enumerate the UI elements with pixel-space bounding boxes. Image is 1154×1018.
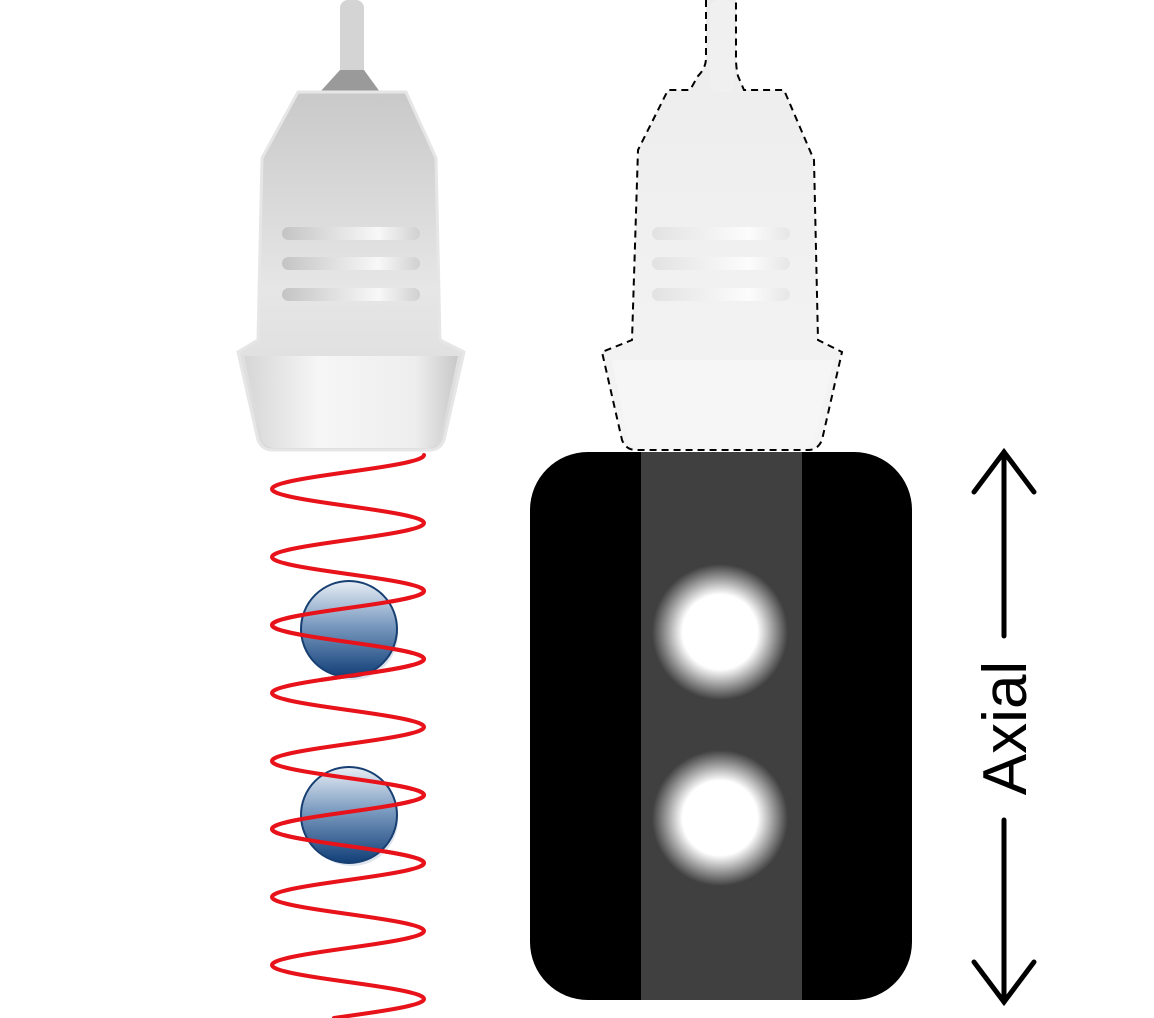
probe-head: [244, 356, 458, 448]
ultrasound-probe-icon: [236, 0, 466, 452]
probe-cable: [340, 0, 364, 80]
probe-grip-stripe: [652, 257, 790, 270]
ultrasound-image-panel: [530, 452, 912, 1000]
probe-grip-stripe: [282, 227, 420, 240]
double-arrow-icon: [971, 447, 1037, 1007]
bright-spot-icon: [652, 564, 788, 700]
ultrasound-probe-outline-icon: [600, 0, 844, 451]
probe-grip-stripe: [282, 257, 420, 270]
axis-label: Axial: [971, 661, 1040, 795]
probe-grip-stripe: [652, 227, 790, 240]
probe-ghost-body: [600, 0, 844, 451]
beam-region: [641, 452, 802, 1000]
microbubble-icon: [300, 580, 398, 680]
ultrasound-wave-front: [269, 586, 427, 868]
probe-ghost-head: [612, 360, 834, 448]
probe-grip-stripe: [282, 288, 420, 301]
bright-spot-icon: [652, 750, 788, 886]
probe-grip-stripe: [652, 288, 790, 301]
ultrasound-wave: [269, 453, 427, 1018]
probe-cable-strain-relief: [320, 70, 380, 92]
probe-ghost-cable: [710, 0, 734, 92]
